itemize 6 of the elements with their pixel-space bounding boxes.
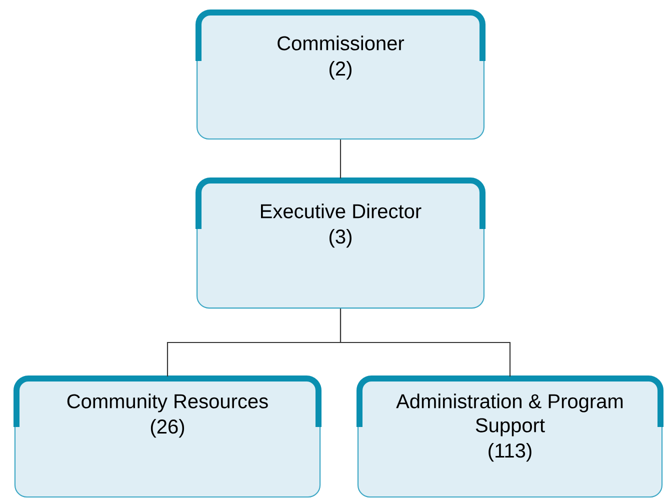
connector-line xyxy=(340,140,342,178)
org-box: Community Resources (26) xyxy=(14,376,322,498)
org-box: Executive Director (3) xyxy=(196,178,486,309)
org-box: Administration & Program Support (113) xyxy=(356,376,664,498)
org-box: Commissioner (2) xyxy=(196,10,486,140)
connector-line xyxy=(340,308,511,376)
